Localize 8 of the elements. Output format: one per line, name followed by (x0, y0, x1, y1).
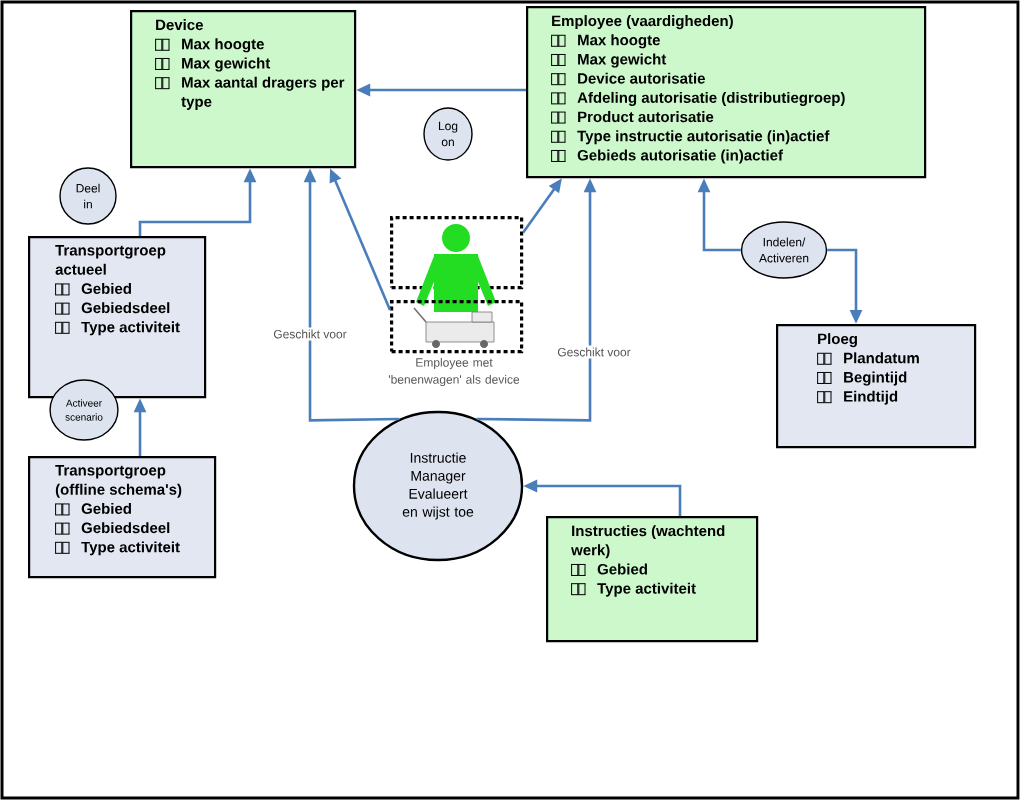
cart-drawing (390, 300, 524, 354)
entity-box (28, 456, 217, 579)
person-drawing (390, 216, 524, 312)
entity-box (130, 10, 357, 169)
entity-box (28, 236, 207, 399)
entity-box (776, 324, 977, 449)
entity-box (526, 6, 927, 179)
entity-box (546, 516, 759, 643)
